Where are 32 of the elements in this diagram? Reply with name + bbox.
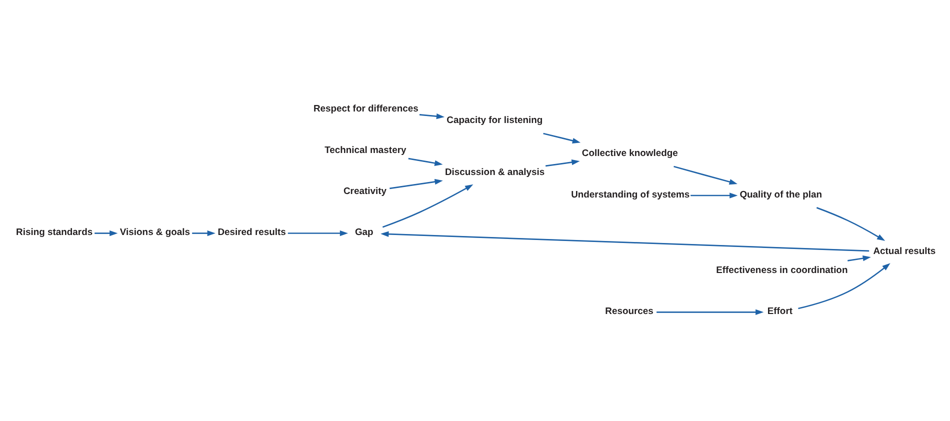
node-text: Understanding of systems [571, 188, 690, 200]
arrow [545, 158, 580, 166]
arrow [419, 112, 445, 119]
arrow [382, 184, 474, 228]
arrow [816, 206, 886, 240]
node-text: Gap [354, 226, 374, 238]
node-text: Respect for differences [313, 103, 418, 114]
node-text: Effort [767, 305, 793, 316]
node-text: Visions & goals [120, 226, 190, 238]
node-text: Rising standards [16, 226, 93, 238]
arrow [848, 255, 871, 261]
arrow [798, 262, 890, 309]
arrow [656, 308, 764, 314]
node-text: Discussion & analysis [444, 166, 545, 178]
arrow [543, 132, 581, 143]
arrow [408, 157, 443, 166]
arrow [94, 230, 118, 236]
arrow [390, 178, 443, 189]
node-text: Effectiveness in coordination [716, 264, 848, 276]
node-text: Desired results [218, 226, 286, 238]
node-text: Creativity [343, 185, 387, 196]
arrow [288, 230, 348, 236]
arrow [690, 192, 738, 198]
node-text: Resources [605, 305, 654, 316]
arrow [192, 230, 216, 236]
arrow [674, 165, 738, 184]
node-text: Capacity for listening [446, 114, 543, 126]
node-text: Quality of the plan [740, 188, 822, 200]
node-text: Actual results [873, 245, 936, 256]
node-text: Collective knowledge [582, 148, 678, 159]
node-text: Technical mastery [324, 144, 406, 156]
arrow [380, 230, 870, 252]
